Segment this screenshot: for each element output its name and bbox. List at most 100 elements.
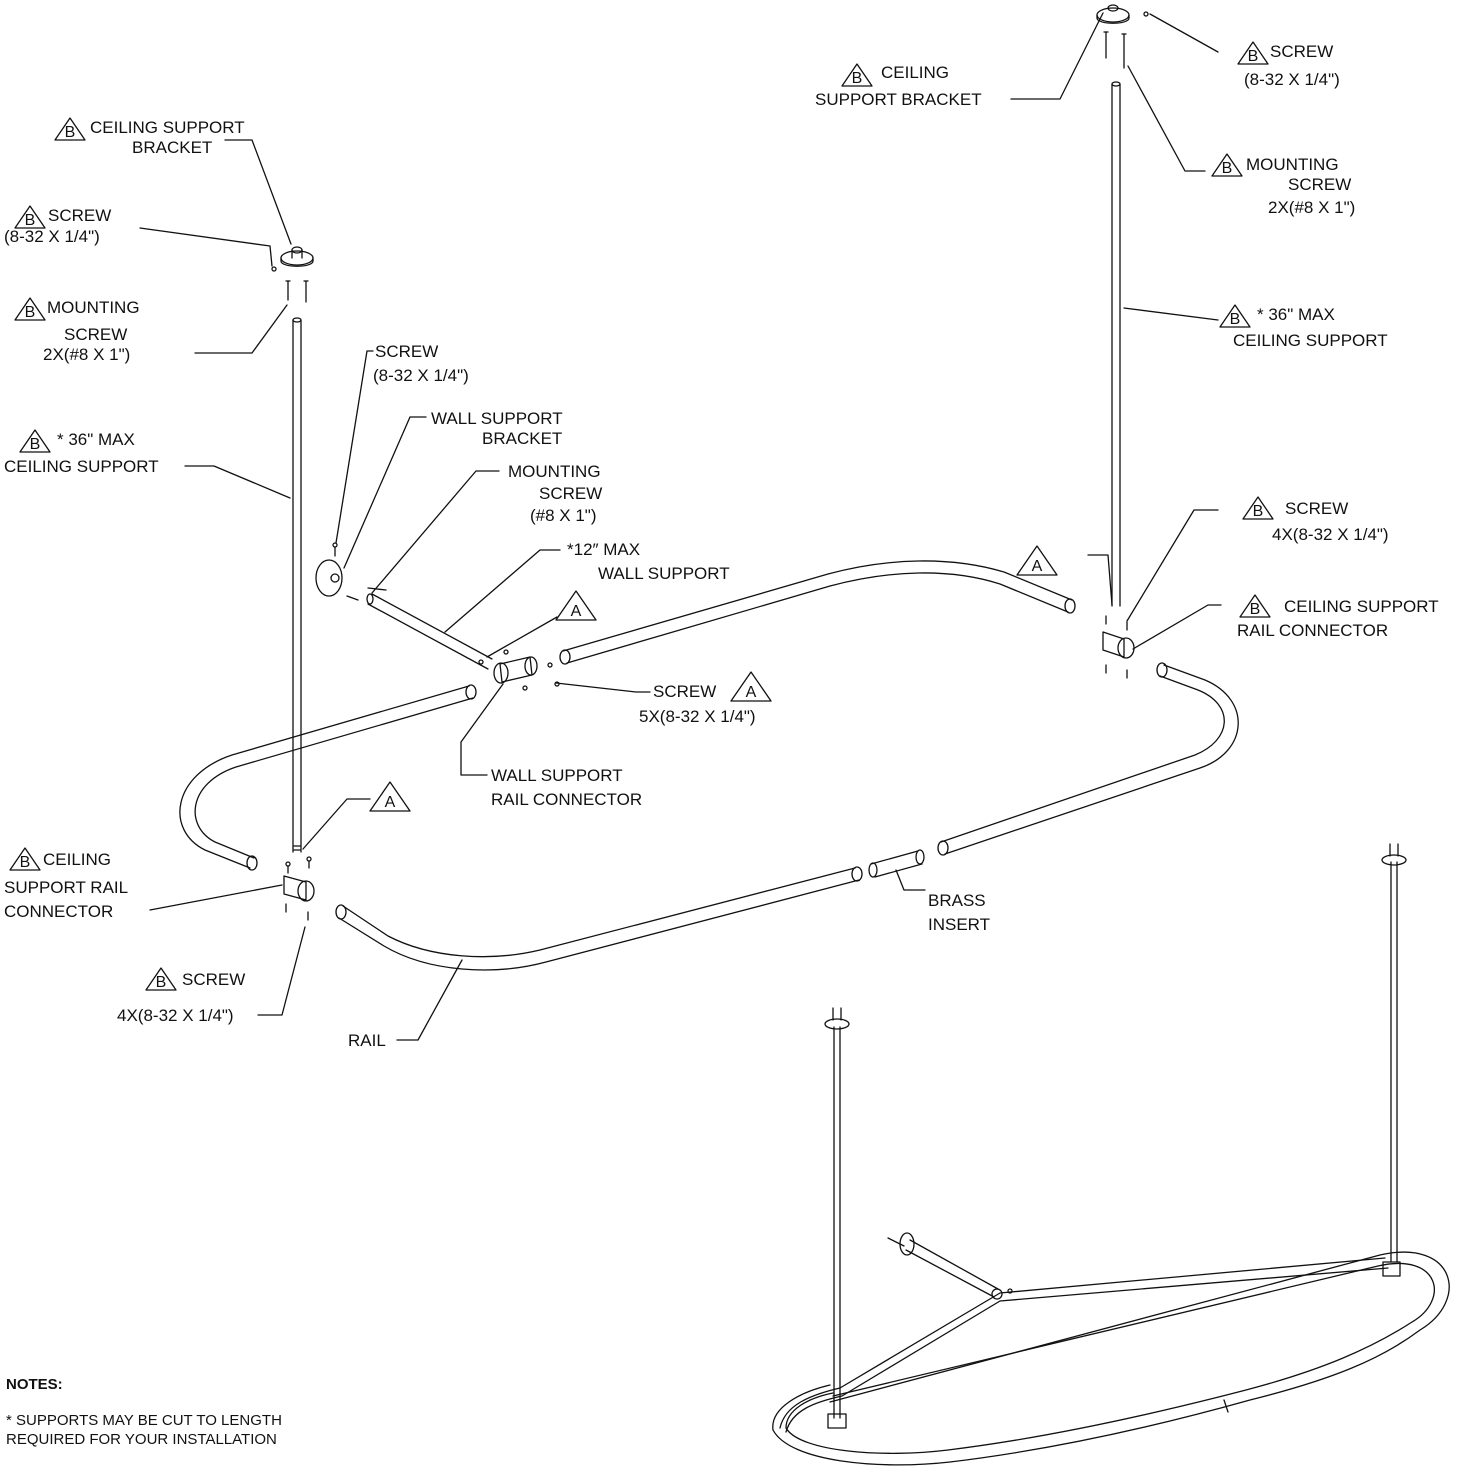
label-rail: RAIL bbox=[348, 1031, 386, 1050]
left-ceiling-bracket bbox=[271, 246, 314, 303]
label-bl-conn-1: CEILING bbox=[43, 850, 111, 869]
right-ceiling-support-tube bbox=[1111, 81, 1121, 607]
label-tr-conn-1: CEILING SUPPORT bbox=[1284, 597, 1439, 616]
svg-text:B: B bbox=[1248, 48, 1259, 65]
label-wall-mount-1: MOUNTING bbox=[508, 462, 601, 481]
leader-lines bbox=[139, 12, 1222, 1041]
notes-block: NOTES: * SUPPORTS MAY BE CUT TO LENGTH R… bbox=[6, 1376, 336, 1449]
rail-front-segment bbox=[335, 866, 863, 971]
assembled-wall-bracket bbox=[899, 1232, 915, 1256]
svg-text:B: B bbox=[852, 70, 863, 87]
assembled-rail-outer bbox=[772, 1251, 1450, 1466]
label-tr-screw4-1: SCREW bbox=[1285, 499, 1348, 518]
label-wall-bracket-2: BRACKET bbox=[482, 429, 562, 448]
assembled-rail-back-2 bbox=[785, 1267, 1389, 1433]
label-tr-bracket-2: SUPPORT BRACKET bbox=[815, 90, 982, 109]
svg-text:B: B bbox=[25, 304, 36, 321]
label-tr-mount-1: MOUNTING bbox=[1246, 155, 1339, 174]
marker-b-tr-conn: B bbox=[1239, 594, 1271, 618]
marker-b-tr-mount: B bbox=[1211, 153, 1243, 177]
wall-bracket bbox=[315, 542, 359, 601]
label-bl-conn-2: SUPPORT RAIL bbox=[4, 878, 128, 897]
callout-labels: CEILING SUPPORT BRACKET SCREW (8-32 X 1/… bbox=[4, 42, 1439, 1050]
label-tl-mount-1: MOUNTING bbox=[47, 298, 140, 317]
label-wall-screw-1: SCREW bbox=[375, 342, 438, 361]
marker-b-tl-screw: B bbox=[14, 205, 46, 229]
label-tr-screw4-2: 4X(8-32 X 1/4") bbox=[1272, 525, 1389, 544]
label-tl-support-2: CEILING SUPPORT bbox=[4, 457, 159, 476]
label-wall-bracket-1: WALL SUPPORT bbox=[431, 409, 563, 428]
rail-left-curve bbox=[179, 684, 477, 871]
label-tl-screw-2: (8-32 X 1/4") bbox=[4, 227, 100, 246]
svg-text:B: B bbox=[1230, 311, 1241, 328]
label-bl-conn-3: CONNECTOR bbox=[4, 902, 113, 921]
rail-right-curve bbox=[937, 662, 1239, 856]
label-wall-conn-1: WALL SUPPORT bbox=[491, 766, 623, 785]
notes-heading: NOTES: bbox=[6, 1376, 63, 1393]
right-ceiling-bracket bbox=[1096, 4, 1149, 69]
assembled-right-post bbox=[1390, 861, 1398, 1263]
label-tr-mount-3: 2X(#8 X 1") bbox=[1268, 198, 1355, 217]
svg-text:A: A bbox=[571, 603, 582, 620]
notes-line-2: REQUIRED FOR YOUR INSTALLATION bbox=[6, 1431, 277, 1448]
assembled-left-post bbox=[833, 1026, 841, 1419]
label-tr-support-2: CEILING SUPPORT bbox=[1233, 331, 1388, 350]
label-bl-screw-2: 4X(8-32 X 1/4") bbox=[117, 1006, 234, 1025]
svg-text:B: B bbox=[1222, 160, 1233, 177]
label-tl-screw-1: SCREW bbox=[48, 206, 111, 225]
svg-text:B: B bbox=[20, 854, 31, 871]
left-rail-connector bbox=[283, 856, 315, 921]
label-tl-mount-3: 2X(#8 X 1") bbox=[43, 345, 130, 364]
marker-b-bl-screw: B bbox=[145, 967, 177, 991]
left-ceiling-support-tube bbox=[292, 317, 302, 853]
label-brass-2: INSERT bbox=[928, 915, 990, 934]
label-wall-screw-2: (8-32 X 1/4") bbox=[373, 366, 469, 385]
assembled-rail-inner bbox=[785, 1262, 1435, 1454]
notes-line-1: * SUPPORTS MAY BE CUT TO LENGTH bbox=[6, 1412, 282, 1429]
label-tl-support-1: * 36" MAX bbox=[57, 430, 135, 449]
rail-upper-segment bbox=[559, 560, 1076, 665]
label-tr-bracket-1: CEILING bbox=[881, 63, 949, 82]
svg-text:B: B bbox=[65, 124, 76, 141]
brass-insert bbox=[868, 849, 925, 878]
marker-a-tr-tube: A bbox=[1016, 545, 1058, 576]
svg-text:B: B bbox=[1250, 601, 1261, 618]
label-wall-mount-2: SCREW bbox=[539, 484, 602, 503]
right-rail-connector bbox=[1102, 615, 1135, 679]
label-screw5-1: SCREW bbox=[653, 682, 716, 701]
marker-b-tl-support: B bbox=[19, 429, 51, 453]
marker-b-tr-screw4: B bbox=[1242, 496, 1274, 520]
marker-b-tl-mount: B bbox=[14, 297, 46, 321]
label-bl-screw-1: SCREW bbox=[182, 970, 245, 989]
label-wall-support-1: *12″ MAX bbox=[567, 540, 640, 559]
marker-b-tl-bracket: B bbox=[54, 117, 86, 141]
svg-text:B: B bbox=[156, 974, 167, 991]
marker-b-tr-support: B bbox=[1219, 304, 1251, 328]
marker-b-bl-conn: B bbox=[9, 847, 41, 871]
svg-text:B: B bbox=[25, 212, 36, 229]
label-wall-support-2: WALL SUPPORT bbox=[598, 564, 730, 583]
label-tl-bracket-2: BRACKET bbox=[132, 138, 212, 157]
svg-text:B: B bbox=[1253, 503, 1264, 520]
svg-text:B: B bbox=[30, 436, 41, 453]
label-tr-mount-2: SCREW bbox=[1288, 175, 1351, 194]
svg-text:A: A bbox=[385, 794, 396, 811]
assembled-view bbox=[772, 843, 1450, 1466]
label-tr-conn-2: RAIL CONNECTOR bbox=[1237, 621, 1388, 640]
label-tl-bracket-1: CEILING SUPPORT bbox=[90, 118, 245, 137]
marker-a-bl-tube: A bbox=[369, 781, 411, 812]
label-tl-mount-2: SCREW bbox=[64, 325, 127, 344]
assembled-rail-back bbox=[779, 1257, 1386, 1429]
marker-a-screw5: A bbox=[730, 671, 772, 702]
label-tr-screw-1: SCREW bbox=[1270, 42, 1333, 61]
label-tr-screw-2: (8-32 X 1/4") bbox=[1244, 70, 1340, 89]
label-tr-support-1: * 36" MAX bbox=[1257, 305, 1335, 324]
marker-b-tr-screw: B bbox=[1237, 41, 1269, 65]
svg-text:A: A bbox=[1032, 558, 1043, 575]
marker-b-tr-bracket: B bbox=[841, 63, 873, 87]
label-brass-1: BRASS bbox=[928, 891, 986, 910]
label-screw5-2: 5X(8-32 X 1/4") bbox=[639, 707, 756, 726]
marker-a-wall: A bbox=[555, 590, 597, 621]
